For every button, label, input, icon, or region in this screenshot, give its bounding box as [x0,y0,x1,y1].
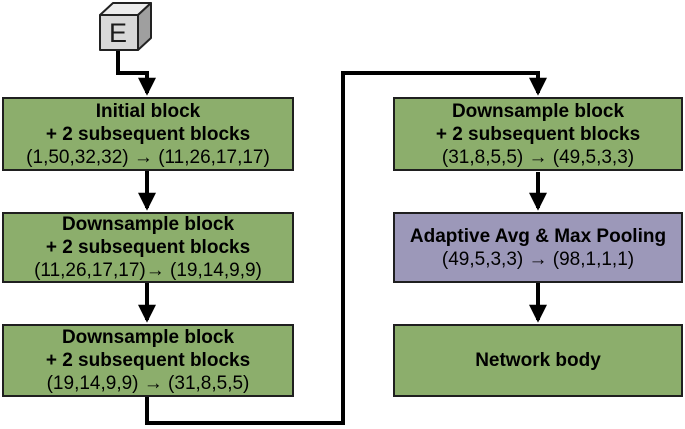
block-dims: (11,26,17,17)→ (19,14,9,9) [34,260,262,281]
block-subtitle: + 2 subsequent blocks [45,237,251,258]
block-network-body: Network body [393,324,683,397]
block-title: Initial block [95,100,201,122]
cube-label: E [109,18,127,48]
block-downsample-3: Downsample block + 2 subsequent blocks (… [393,97,683,171]
block-dims: (19,14,9,9) → (31,8,5,5) [46,373,250,394]
block-title: Adaptive Avg & Max Pooling [409,225,667,247]
block-downsample-1: Downsample block + 2 subsequent blocks (… [2,212,294,283]
connector-input-to-initial [116,48,156,96]
block-title: Downsample block [451,100,625,122]
block-dims: (31,8,5,5) → (49,5,3,3) [441,146,635,168]
block-title: Network body [475,350,601,371]
block-title: Downsample block [61,327,235,348]
block-downsample-2: Downsample block + 2 subsequent blocks (… [2,324,294,397]
block-initial: Initial block + 2 subsequent blocks (1,5… [2,97,294,171]
embedding-cube-icon: E [99,2,152,51]
block-adaptive-pooling: Adaptive Avg & Max Pooling (49,5,3,3) → … [393,212,683,283]
block-subtitle: + 2 subsequent blocks [435,123,641,145]
block-dims: (1,50,32,32) → (11,26,17,17) [26,146,270,168]
block-subtitle: + 2 subsequent blocks [45,123,251,145]
block-dims: (49,5,3,3) → (98,1,1,1) [441,248,635,270]
block-title: Downsample block [61,214,235,235]
block-subtitle: + 2 subsequent blocks [45,350,251,371]
